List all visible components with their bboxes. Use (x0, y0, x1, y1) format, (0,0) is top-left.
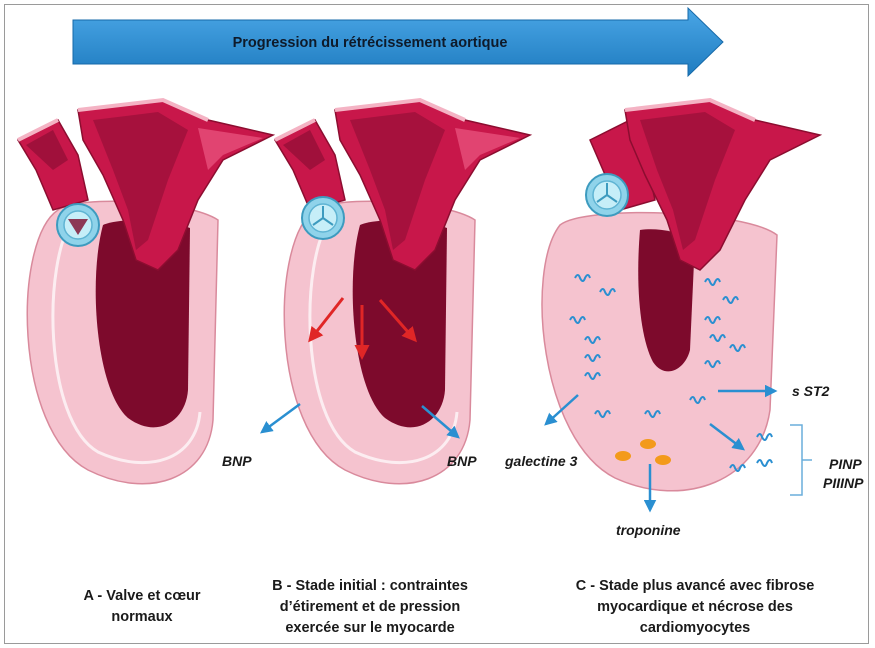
label-galectine: galectine 3 (504, 453, 578, 469)
label-bnp-right: BNP (447, 453, 477, 469)
caption-c-line1: C - Stade plus avancé avec fibrose (555, 576, 835, 597)
progression-banner: Progression du rétrécissement aortique (73, 8, 723, 76)
label-pinp: PINP (829, 456, 862, 472)
caption-a-line1: A - Valve et cœur (42, 586, 242, 607)
caption-b-line1: B - Stade initial : contraintes (250, 576, 490, 597)
bnp-arrow-left (262, 404, 300, 432)
valve-b-icon (302, 197, 344, 239)
pinp-bracket (790, 425, 812, 495)
banner-text: Progression du rétrécissement aortique (233, 35, 508, 51)
caption-b-line3: exercée sur le myocarde (250, 618, 490, 639)
label-sst2: s ST2 (792, 383, 830, 399)
heart-b-initial (275, 100, 530, 484)
caption-a-line2: normaux (42, 607, 242, 628)
heart-c-advanced (542, 100, 820, 491)
caption-b-line2: d’étirement et de pression (250, 597, 490, 618)
valve-a-icon (57, 204, 99, 246)
label-bnp-left: BNP (222, 453, 252, 469)
valve-c-icon (586, 174, 628, 216)
caption-a: A - Valve et cœur normaux (42, 586, 242, 628)
caption-c-line2: myocardique et nécrose des (555, 597, 835, 618)
label-piiinp: PIIINP (823, 475, 864, 491)
caption-c: C - Stade plus avancé avec fibrose myoca… (555, 576, 835, 639)
caption-c-line3: cardiomyocytes (555, 618, 835, 639)
heart-a-normal (18, 100, 273, 484)
caption-b: B - Stade initial : contraintes d’étirem… (250, 576, 490, 639)
label-troponine: troponine (616, 522, 681, 538)
